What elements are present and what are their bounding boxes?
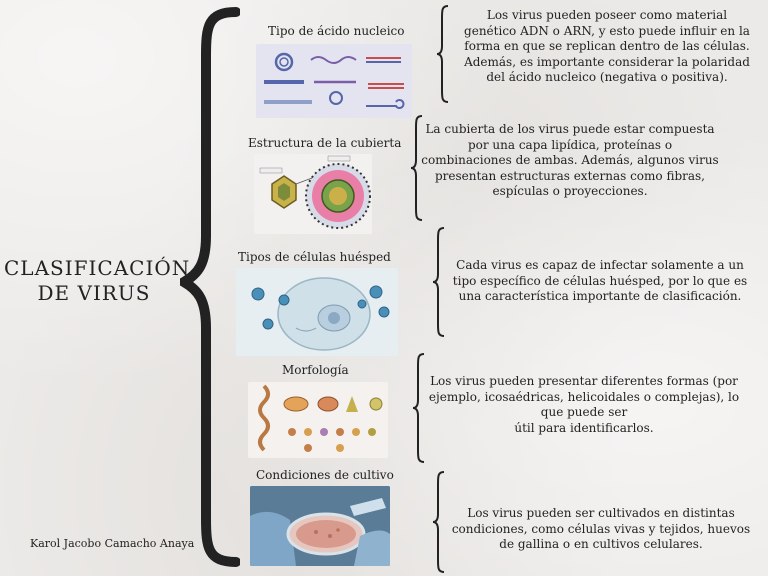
description-line: Cada virus es capaz de infectar solament… [456, 258, 744, 272]
host-cell-diagram-icon [251, 277, 390, 351]
description-line: ejemplo, icosaédricas, helicoidales o co… [428, 389, 740, 404]
category-title-morphology: Morfología [282, 363, 349, 377]
description-line: genético ADN o ARN, y esto puede influir… [464, 23, 750, 38]
nucleic-acid-image [256, 44, 412, 118]
virus-envelope-diagram-icon [259, 155, 371, 229]
envelope-image [254, 154, 372, 234]
main-title-line: DE VIRUS [37, 281, 151, 305]
description-line: Los virus pueden ser cultivados en disti… [467, 506, 735, 520]
description-line: tipo específico de células huésped, por … [452, 273, 748, 288]
brace-icon [410, 115, 423, 221]
category-title-envelope: Estructura de la cubierta [248, 136, 402, 150]
host-cells-image [236, 268, 398, 356]
description-line: Los virus pueden presentar diferentes fo… [430, 374, 738, 388]
brace-icon [432, 227, 445, 337]
main-title-line: CLASIFICACIÓN [4, 256, 191, 280]
petri-dish-photo-icon [250, 486, 390, 566]
description-line: de gallina o en cultivos celulares. [499, 537, 703, 551]
description-line: combinaciones de ambas. Además, algunos … [421, 153, 719, 167]
description-line: del ácido nucleico (negativa o positiva)… [486, 70, 728, 84]
description-envelope: La cubierta de los virus puede estar com… [420, 122, 720, 200]
description-host-cells: Cada virus es capaz de infectar solament… [446, 258, 754, 305]
description-line: que puede ser [540, 405, 628, 419]
description-culture: Los virus pueden ser cultivados en disti… [446, 506, 756, 553]
category-title-nucleic-acid: Tipo de ácido nucleico [268, 24, 405, 38]
description-line: La cubierta de los virus puede estar com… [425, 122, 715, 136]
brace-icon [436, 5, 449, 103]
author-name: Karol Jacobo Camacho Anaya [30, 537, 195, 550]
main-title: CLASIFICACIÓN DE VIRUS [4, 256, 191, 306]
nucleic-acid-diagram-icon [264, 52, 405, 109]
category-title-host-cells: Tipos de células huésped [238, 250, 391, 264]
description-line: una característica importante de clasifi… [458, 289, 742, 303]
description-line: útil para identificarlos. [514, 420, 654, 435]
description-line: Además, es importante considerar la pola… [464, 54, 750, 69]
brace-icon [412, 353, 425, 463]
morphology-image [248, 382, 388, 458]
description-line: condiciones, como células vivas y tejido… [451, 521, 751, 536]
main-brace-icon [180, 7, 240, 567]
description-morphology: Los virus pueden presentar diferentes fo… [424, 374, 744, 436]
culture-image [250, 486, 390, 566]
virus-morphology-diagram-icon [258, 384, 383, 452]
description-line: espículas o proyecciones. [492, 184, 648, 198]
description-nucleic-acid: Los virus pueden poseer como material ge… [452, 8, 762, 86]
brace-icon [432, 471, 445, 573]
description-line: presentan estructuras externas como fibr… [434, 168, 705, 183]
description-line: forma en que se replican dentro de las c… [464, 39, 750, 53]
description-line: Los virus pueden poseer como material [486, 8, 728, 22]
description-line: por una capa lipídica, proteínas o [467, 137, 673, 152]
category-title-culture: Condiciones de cultivo [256, 468, 394, 482]
